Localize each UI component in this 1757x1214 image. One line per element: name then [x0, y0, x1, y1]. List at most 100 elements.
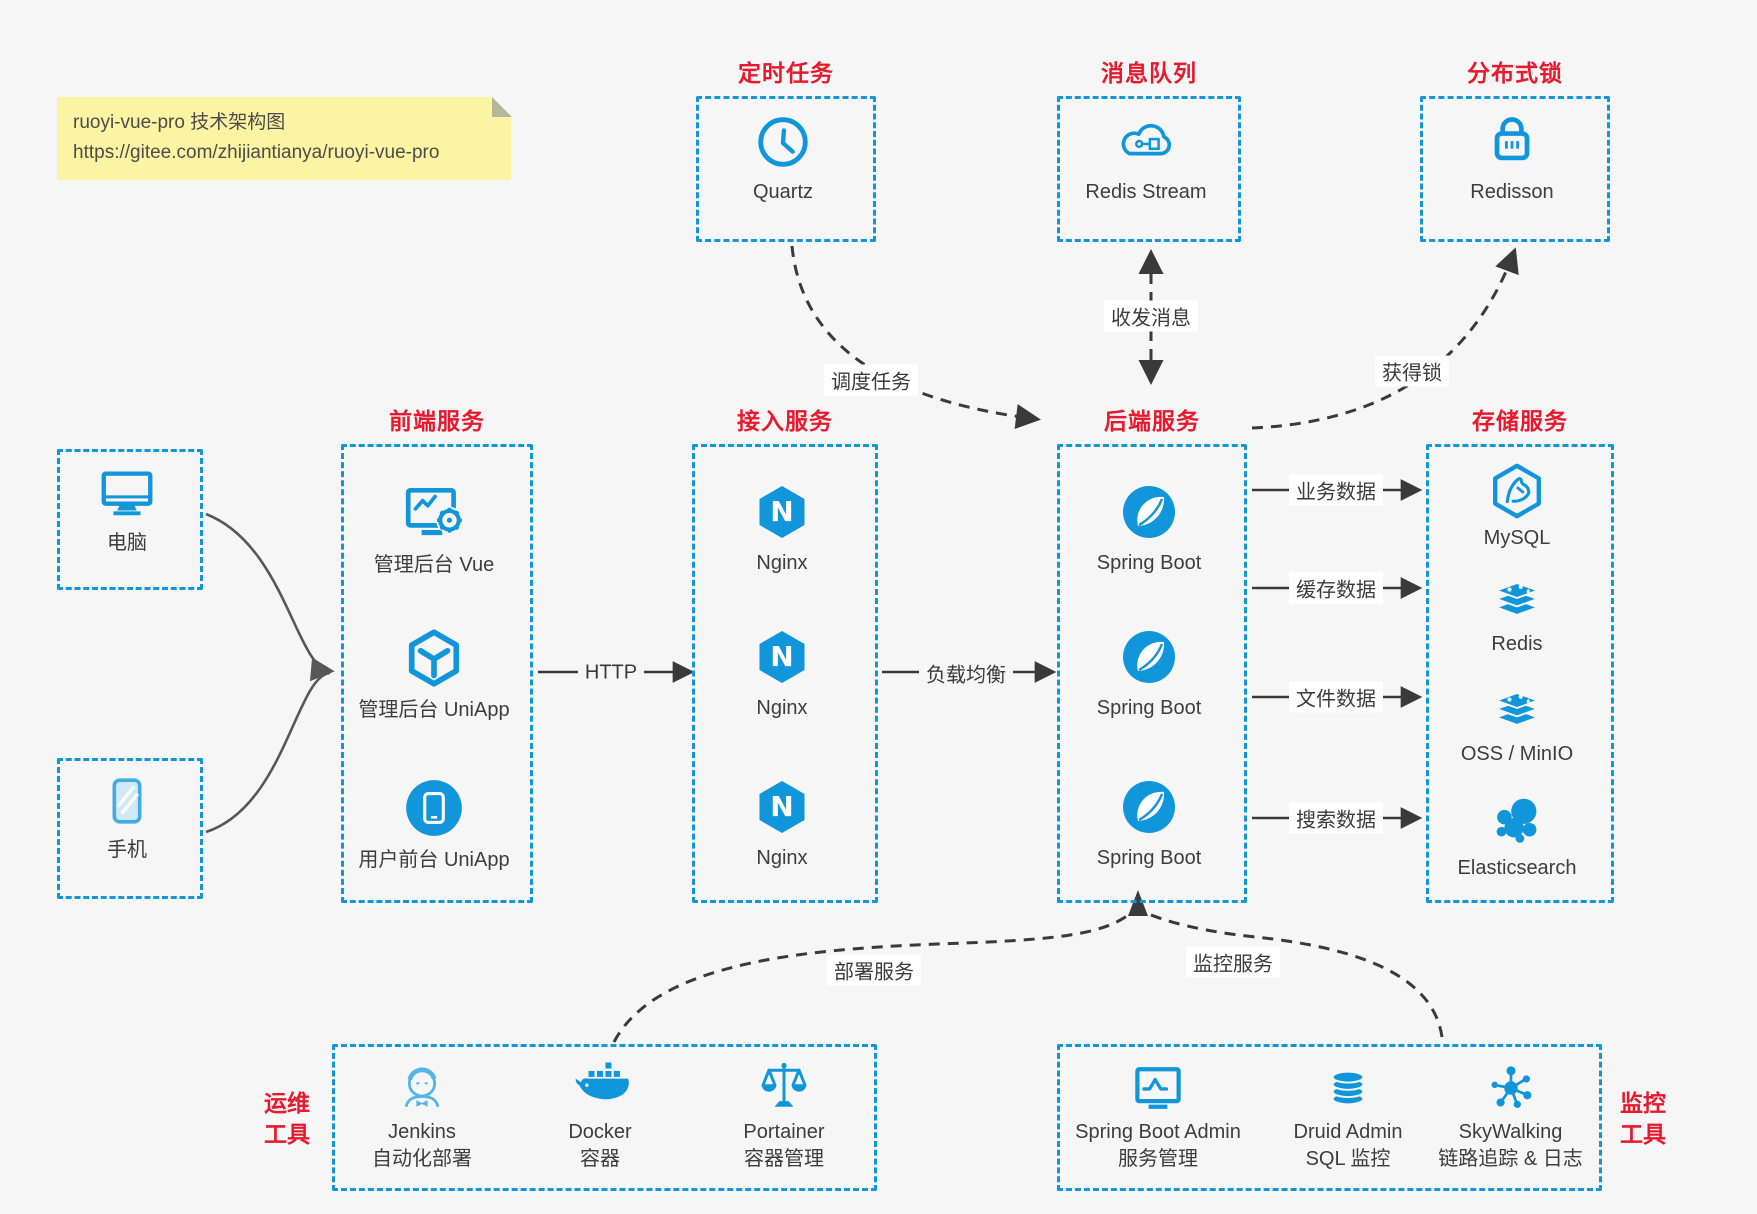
- node-label: 管理后台 Vue: [373, 554, 495, 576]
- node-portainer: Portainer 容器管理: [698, 1058, 870, 1172]
- druid-icon: [1331, 1070, 1365, 1106]
- cube-icon: [408, 629, 460, 687]
- elasticsearch-icon: [1496, 798, 1537, 843]
- group-box-mobile: [57, 758, 203, 899]
- svg-text:N: N: [770, 495, 793, 528]
- sba-icon: [1135, 1067, 1181, 1109]
- group-title-storage: 存储服务: [1472, 408, 1568, 434]
- svg-text:N: N: [770, 790, 793, 823]
- spring-boot-icon: [1123, 486, 1175, 538]
- lock-icon: [1494, 117, 1530, 161]
- node-nginx-1: N Nginx: [692, 480, 872, 576]
- node-label: Elasticsearch: [1457, 857, 1577, 879]
- portainer-icon: [761, 1062, 807, 1107]
- node-label: Spring Boot: [1096, 552, 1202, 574]
- sticky-note: ruoyi-vue-pro 技术架构图 https://gitee.com/zh…: [57, 97, 512, 180]
- node-nginx-3: N Nginx: [692, 775, 872, 871]
- edge-label-monitor-service: 监控服务: [1186, 946, 1280, 978]
- group-title-gateway: 接入服务: [737, 408, 833, 434]
- node-label: Nginx: [756, 697, 808, 719]
- docker-icon: [575, 1061, 629, 1100]
- clock-icon: [758, 117, 808, 167]
- node-mobile: 手机: [57, 771, 197, 863]
- node-nginx-2: N Nginx: [692, 625, 872, 721]
- node-label: 手机: [107, 839, 147, 861]
- node-label: OSS / MinIO: [1460, 743, 1574, 765]
- nginx-icon: N: [759, 781, 805, 833]
- node-jenkins: Jenkins 自动化部署: [338, 1058, 506, 1172]
- edge-label-load-balancing: 负载均衡: [919, 657, 1013, 689]
- group-box-storage: [1426, 444, 1614, 903]
- group-box-ops-tools: [332, 1044, 877, 1191]
- group-box-monitor-tools: [1057, 1044, 1602, 1191]
- spring-boot-icon: [1123, 781, 1175, 833]
- admin-vue-icon: [405, 487, 463, 536]
- node-oss-minio: OSS / MinIO: [1426, 678, 1608, 767]
- cloud-message-icon: [1121, 123, 1172, 156]
- node-redisson: Redisson: [1420, 111, 1604, 205]
- node-admin-uniapp: 管理后台 UniApp: [341, 625, 527, 723]
- node-mysql: MySQL: [1426, 460, 1608, 551]
- node-skywalking: SkyWalking 链路追踪 & 日志: [1428, 1058, 1593, 1172]
- mysql-icon: [1493, 463, 1541, 519]
- group-box-gateway: [692, 444, 878, 903]
- node-spring-boot-3: Spring Boot: [1057, 775, 1241, 871]
- node-label: Redis: [1491, 633, 1543, 655]
- jenkins-icon: [404, 1067, 440, 1108]
- user-app-icon: [406, 780, 462, 836]
- edge-label-business-data: 业务数据: [1289, 474, 1383, 506]
- group-title-message-queue: 消息队列: [1101, 60, 1197, 86]
- node-druid-admin: Druid Admin SQL 监控: [1268, 1058, 1428, 1172]
- note-title: ruoyi-vue-pro 技术架构图: [73, 112, 286, 133]
- node-label: Spring Boot Admin: [1075, 1121, 1241, 1143]
- node-spring-boot-admin: Spring Boot Admin 服务管理: [1058, 1058, 1258, 1172]
- edge-label-deploy-service: 部署服务: [827, 954, 921, 986]
- node-elasticsearch: Elasticsearch: [1426, 790, 1608, 881]
- skywalking-icon: [1491, 1066, 1531, 1108]
- node-label: Spring Boot: [1096, 697, 1202, 719]
- node-docker: Docker 容器: [516, 1058, 684, 1172]
- node-label: 用户前台 UniApp: [358, 849, 510, 871]
- group-title-distributed-lock: 分布式锁: [1467, 60, 1563, 86]
- node-label: Redis Stream: [1085, 181, 1207, 203]
- edge-desktop-frontend: [205, 512, 335, 682]
- group-title-backend: 后端服务: [1104, 408, 1200, 434]
- node-admin-vue: 管理后台 Vue: [341, 480, 527, 578]
- node-sublabel: 服务管理: [1118, 1148, 1198, 1170]
- node-sublabel: 容器管理: [744, 1148, 824, 1170]
- node-label: Nginx: [756, 552, 808, 574]
- node-label: Jenkins: [388, 1121, 456, 1143]
- node-spring-boot-1: Spring Boot: [1057, 480, 1241, 576]
- edge-label-http: HTTP: [577, 660, 645, 686]
- group-box-message-queue: [1057, 96, 1241, 242]
- node-user-uniapp: 用户前台 UniApp: [341, 775, 527, 873]
- edge-label-file-data: 文件数据: [1289, 681, 1383, 713]
- desktop-icon: [101, 471, 153, 516]
- edge-mobile-frontend: [205, 671, 331, 834]
- group-box-desktop: [57, 449, 203, 590]
- edge-label-send-receive-message: 收发消息: [1104, 300, 1198, 332]
- node-sublabel: 链路追踪 & 日志: [1438, 1148, 1583, 1170]
- edge-label-search-data: 搜索数据: [1289, 802, 1383, 834]
- note-fold-icon: [492, 97, 512, 117]
- nginx-icon: N: [759, 631, 805, 683]
- group-box-backend: [1057, 444, 1247, 903]
- node-sublabel: 容器: [580, 1148, 620, 1170]
- group-box-distributed-lock: [1420, 96, 1610, 242]
- nginx-icon: N: [759, 486, 805, 538]
- group-box-frontend: [341, 444, 533, 903]
- group-box-scheduled-tasks: [696, 96, 876, 242]
- node-label: Nginx: [756, 847, 808, 869]
- node-desktop: 电脑: [57, 462, 197, 556]
- node-redis-stream: Redis Stream: [1057, 111, 1235, 205]
- node-quartz: Quartz: [696, 111, 870, 205]
- node-label: Druid Admin: [1293, 1121, 1403, 1143]
- node-redis: Redis: [1426, 568, 1608, 657]
- node-sublabel: SQL 监控: [1305, 1148, 1391, 1170]
- spring-boot-icon: [1123, 631, 1175, 683]
- monitor-tools-label: 监控 工具: [1620, 1090, 1666, 1148]
- group-title-frontend: 前端服务: [389, 408, 485, 434]
- node-label: Docker: [568, 1121, 632, 1143]
- node-label: Quartz: [752, 181, 814, 203]
